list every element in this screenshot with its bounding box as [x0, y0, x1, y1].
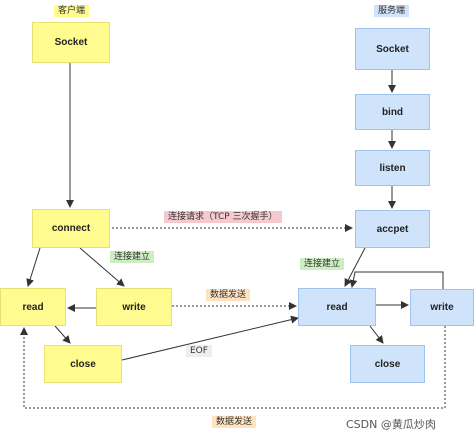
client-write-node: write [96, 288, 172, 326]
client-title: 客户端 [54, 5, 90, 17]
server-accept-node: accpet [355, 210, 430, 248]
server-read-node: read [298, 288, 376, 326]
arrow-client-read-to-close [54, 325, 71, 344]
watermark: CSDN @黄瓜炒肉 [346, 418, 436, 431]
client-socket-node: Socket [32, 22, 110, 63]
server-title: 服务端 [374, 5, 410, 17]
data-send-bottom-label: 数据发送 [212, 416, 257, 428]
arrow-connect-to-read [26, 247, 41, 287]
arrow-server-read-to-close [369, 325, 384, 344]
server-bind-node: bind [355, 94, 430, 130]
server-socket-node: Socket [355, 28, 430, 70]
client-close-node: close [44, 345, 122, 383]
arrow-server-write-to-read [349, 271, 444, 289]
client-established-label: 连接建立 [110, 251, 155, 263]
arrow-data-send-back [20, 326, 446, 409]
client-connect-node: connect [32, 209, 110, 248]
arrow-eof [121, 315, 299, 361]
server-established-label: 连接建立 [300, 258, 345, 270]
server-write-node: write [410, 289, 474, 326]
arrow-accept-to-read [344, 247, 366, 287]
server-listen-node: listen [355, 150, 430, 186]
handshake-label: 连接请求（TCP 三次握手） [164, 211, 282, 223]
arrow-connect-to-write [79, 247, 125, 287]
server-close-node: close [350, 345, 425, 383]
eof-label: EOF [186, 345, 212, 357]
data-send-top-label: 数据发送 [206, 289, 251, 301]
client-read-node: read [0, 288, 66, 326]
